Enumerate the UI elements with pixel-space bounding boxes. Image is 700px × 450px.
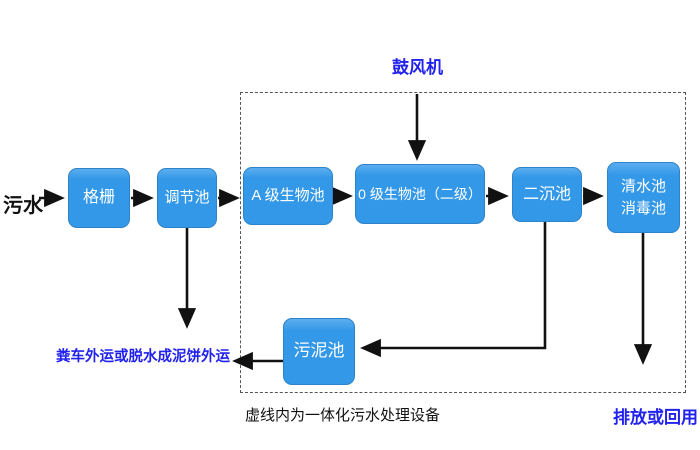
node-o-bio-tank: 0 级生物池（二级） bbox=[355, 164, 485, 224]
node-o-bio-tank-label: 0 级生物池（二级） bbox=[358, 185, 482, 202]
node-secondary-clarifier-label: 二沉池 bbox=[522, 185, 571, 203]
node-clear-water-tank: 清水池 消毒池 bbox=[607, 162, 680, 233]
influent-label: 污水 bbox=[3, 195, 43, 217]
node-regulating-tank: 调节池 bbox=[157, 168, 217, 228]
equipment-note-label: 虚线内为一体化污水处理设备 bbox=[245, 407, 441, 424]
effluent-label: 排放或回用 bbox=[613, 408, 698, 427]
node-sludge-tank: 污泥池 bbox=[283, 318, 355, 385]
node-a-bio-tank-label: A 级生物池 bbox=[251, 187, 325, 205]
node-regulating-tank-label: 调节池 bbox=[164, 189, 210, 207]
node-clear-water-line1: 清水池 bbox=[620, 177, 666, 195]
node-secondary-clarifier: 二沉池 bbox=[512, 167, 582, 222]
sludge-disposal-label: 粪车外运或脱水成泥饼外运 bbox=[56, 349, 230, 365]
integrated-equipment-dashed-boundary bbox=[240, 92, 686, 393]
node-clear-water-line2: 消毒池 bbox=[620, 199, 666, 217]
node-sludge-tank-label: 污泥池 bbox=[293, 341, 345, 361]
node-grid: 格栅 bbox=[68, 168, 130, 228]
node-a-bio-tank: A 级生物池 bbox=[243, 167, 333, 225]
blower-label: 鼓风机 bbox=[392, 58, 443, 77]
node-grid-label: 格栅 bbox=[82, 189, 115, 207]
